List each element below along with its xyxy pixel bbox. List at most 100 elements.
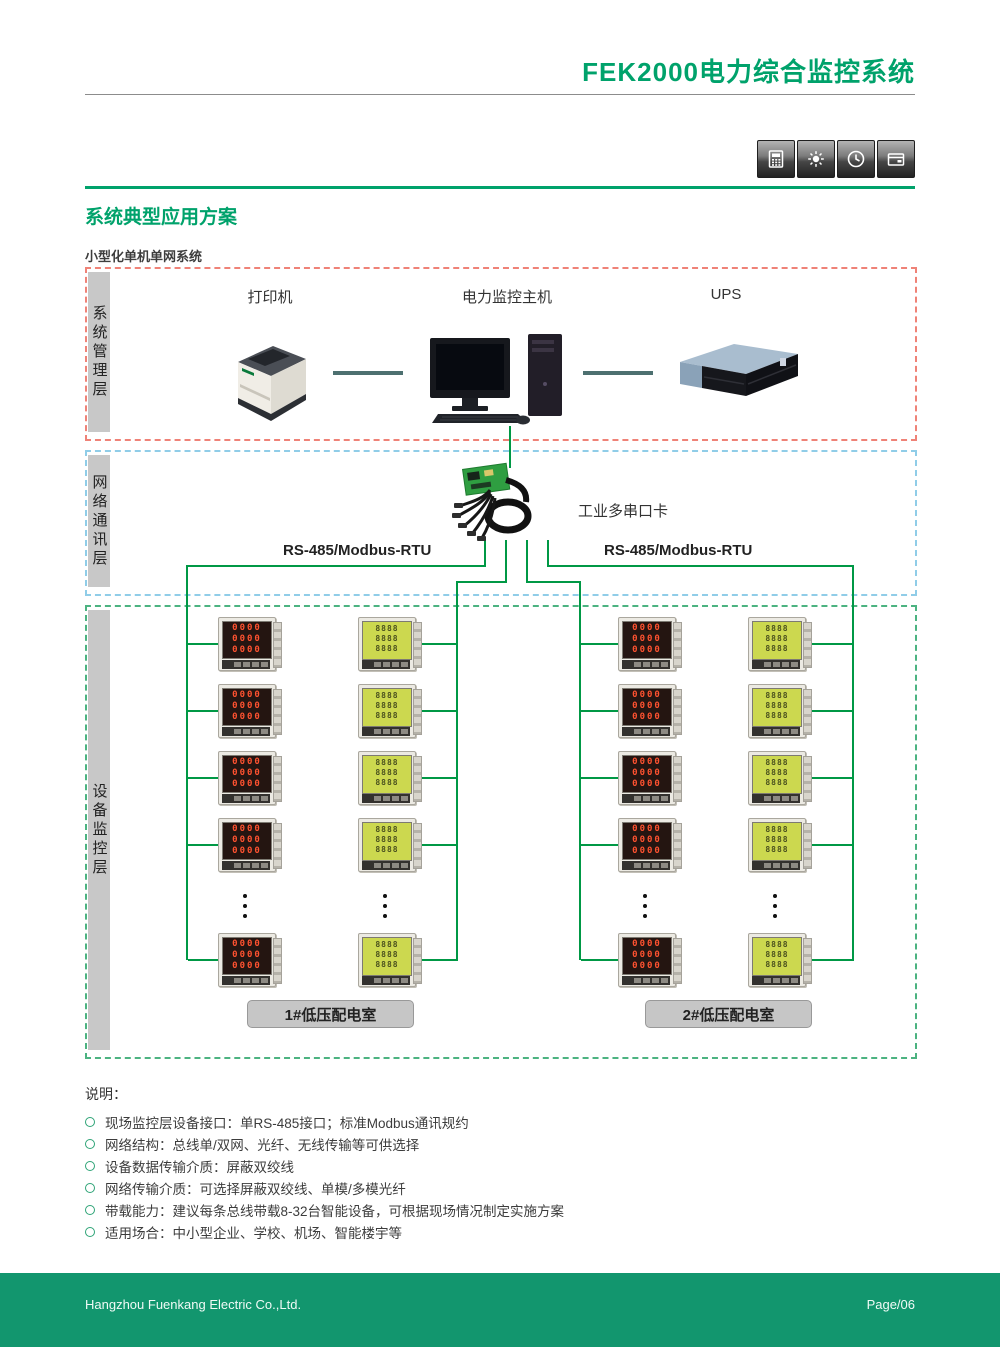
room-label-1: 1#低压配电室 — [247, 1000, 414, 1028]
bullet-icon — [85, 1205, 95, 1215]
note-item: 现场监控层设备接口：单RS-485接口；标准Modbus通讯规约 — [85, 1111, 915, 1133]
meter-stub-line — [800, 643, 854, 645]
more-devices-ellipsis — [243, 894, 247, 918]
meter-stub-line — [581, 959, 618, 961]
note-text: 网络传输介质：可选择屏蔽双绞线、单模/多模光纤 — [105, 1182, 406, 1197]
ups-label: UPS — [710, 286, 742, 303]
meter-stub-line — [410, 844, 458, 846]
meter-buttons — [222, 861, 270, 870]
meter-stub-line — [800, 777, 854, 779]
computer-image — [430, 334, 562, 425]
bus-line — [456, 581, 507, 583]
device-layer-box — [85, 605, 917, 1059]
meter-stub-line — [800, 710, 854, 712]
meter-stub-line — [581, 643, 618, 645]
meter-side-tabs — [673, 622, 682, 668]
calculator-button[interactable] — [757, 140, 795, 178]
bullet-icon — [85, 1117, 95, 1127]
meter-side-tabs — [273, 938, 282, 984]
bullet-icon — [85, 1227, 95, 1237]
calculator-icon — [768, 150, 784, 168]
bullet-icon — [85, 1183, 95, 1193]
meter-buttons — [752, 660, 800, 669]
meter-side-tabs — [413, 622, 422, 668]
meter-side-tabs — [673, 756, 682, 802]
bus-line — [526, 581, 581, 583]
meter-stub-line — [188, 959, 218, 961]
meter-stub-line — [188, 643, 218, 645]
bullet-icon — [85, 1139, 95, 1149]
note-item: 适用场合：中小型企业、学校、机场、智能楼宇等 — [85, 1221, 915, 1243]
bus-line — [526, 540, 528, 583]
bus-label-left: RS-485/Modbus-RTU — [283, 542, 432, 559]
meter-stub-line — [188, 777, 218, 779]
meter-side-tabs — [803, 756, 812, 802]
more-devices-ellipsis — [643, 894, 647, 918]
meter-stub-line — [410, 710, 458, 712]
brightness-button[interactable] — [797, 140, 835, 178]
meter-buttons — [222, 660, 270, 669]
meter-stub-line — [800, 844, 854, 846]
diagram-subtitle: 小型化单机单网系统 — [85, 249, 203, 264]
meter-stub-line — [581, 710, 618, 712]
meter-buttons — [622, 976, 670, 985]
meter-buttons — [362, 727, 410, 736]
meter-stub-line — [410, 959, 458, 961]
bus-line — [547, 565, 854, 567]
section-title: 系统典型应用方案 — [85, 207, 238, 228]
meter-side-tabs — [413, 689, 422, 735]
note-item: 带载能力：建议每条总线带载8-32台智能设备，可根据现场情况制定实施方案 — [85, 1199, 915, 1221]
meter-buttons — [362, 861, 410, 870]
meter-stub-line — [188, 710, 218, 712]
note-text: 现场监控层设备接口：单RS-485接口；标准Modbus通讯规约 — [105, 1116, 469, 1131]
header-icon-row — [757, 140, 915, 178]
header-green-rule — [85, 186, 915, 189]
bus-line — [547, 540, 549, 566]
meter-side-tabs — [413, 756, 422, 802]
ups-image — [680, 344, 798, 396]
more-devices-ellipsis — [383, 894, 387, 918]
room-label-2: 2#低压配电室 — [645, 1000, 812, 1028]
meter-buttons — [222, 976, 270, 985]
meter-stub-line — [581, 844, 618, 846]
footer-company: Hangzhou Fuenkang Electric Co.,Ltd. — [85, 1297, 302, 1312]
meter-side-tabs — [673, 938, 682, 984]
management-layer-box — [85, 267, 917, 441]
radio-button[interactable] — [877, 140, 915, 178]
notes-title: 说明： — [85, 1086, 127, 1102]
meter-side-tabs — [273, 622, 282, 668]
footer: Hangzhou Fuenkang Electric Co.,Ltd. Page… — [0, 1273, 1000, 1347]
meter-stub-line — [800, 959, 854, 961]
serial-card-label: 工业多串口卡 — [578, 503, 669, 520]
bus-line — [579, 581, 581, 960]
meter-side-tabs — [273, 756, 282, 802]
clock-button[interactable] — [837, 140, 875, 178]
host-label: 电力监控主机 — [461, 289, 552, 306]
page-title: FEK2000电力综合监控系统 — [582, 57, 915, 87]
bus-label-right: RS-485/Modbus-RTU — [604, 542, 753, 559]
clock-icon — [847, 150, 865, 168]
